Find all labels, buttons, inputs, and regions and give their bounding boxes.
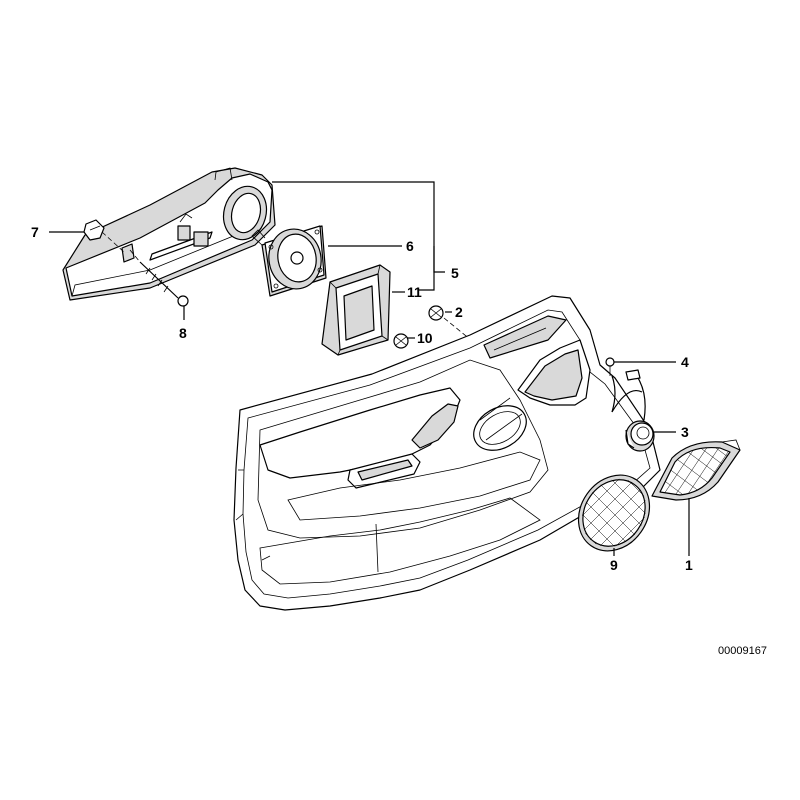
callouts: 7 8 6 5 11 2 10 4 3 9 1 <box>31 224 693 573</box>
callout-7: 7 <box>31 224 39 240</box>
leader-lines <box>49 181 690 556</box>
screw <box>129 249 189 307</box>
callout-11: 11 <box>407 284 422 300</box>
round-speaker-grille <box>568 466 660 560</box>
callout-1: 1 <box>685 557 693 573</box>
tweeter-grille <box>651 439 741 501</box>
coaxial-speaker <box>251 225 327 297</box>
callout-5: 5 <box>451 265 459 281</box>
callout-3: 3 <box>681 424 689 440</box>
speaker-mounting-ring <box>321 264 391 356</box>
callout-9: 9 <box>610 557 618 573</box>
speaker-housing-bracket <box>62 167 276 301</box>
callout-10: 10 <box>417 330 433 346</box>
tweeter <box>611 390 655 452</box>
clip <box>428 305 444 321</box>
nut <box>605 357 646 421</box>
callout-6: 6 <box>406 238 414 254</box>
reference-number: 00009167 <box>718 645 767 657</box>
callout-2: 2 <box>455 304 463 320</box>
callout-8: 8 <box>179 325 187 341</box>
callout-4: 4 <box>681 354 689 370</box>
door-trim-panel <box>233 295 661 611</box>
clip-small <box>393 333 409 349</box>
